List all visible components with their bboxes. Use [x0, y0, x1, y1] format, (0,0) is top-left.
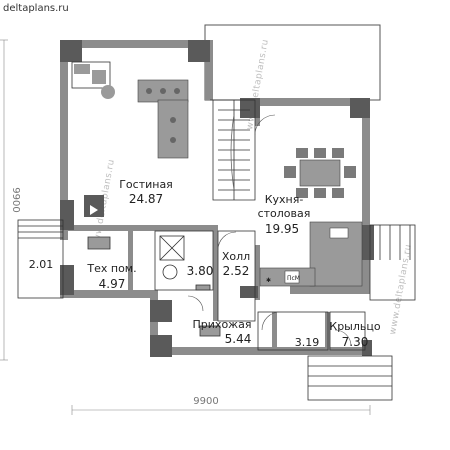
staircase: [212, 99, 256, 201]
porch-name: Крыльцо: [329, 320, 380, 333]
walls: [60, 40, 370, 355]
entry-name: Прихожая: [193, 318, 252, 331]
width-dimension: 9900: [193, 396, 218, 407]
bath-fixtures: [87, 235, 221, 337]
bath-area: 3.80: [187, 264, 214, 278]
living-name: Гостиная: [119, 178, 173, 191]
dimension-lines: [0, 39, 371, 415]
entry-area: 5.44: [225, 332, 252, 346]
porch-steps: [307, 224, 416, 401]
height-dimension: 9900: [10, 187, 21, 212]
tech-area: 4.97: [99, 277, 126, 291]
kitchen-name-2: столовая: [258, 207, 311, 220]
kitchen-area: 19.95: [265, 222, 299, 236]
site-name: deltaplans.ru: [3, 3, 69, 14]
kitchen-furniture: ПсМ ✱: [259, 148, 363, 287]
closet-area: 3.19: [295, 336, 320, 349]
upper-outline: [204, 24, 381, 101]
terrace-area: 2.01: [29, 258, 54, 271]
hob-icon: ✱: [266, 277, 271, 284]
wall-pillars: [60, 40, 374, 357]
hall-name: Холл: [222, 250, 250, 263]
doors: [187, 114, 352, 347]
hall-area: 2.52: [223, 264, 250, 278]
tech-name: Тех пом.: [86, 262, 136, 275]
dishwasher-label: ПсМ: [287, 275, 300, 282]
living-area: 24.87: [129, 192, 163, 206]
room-labels: Гостиная 24.87 Кухня- столовая 19.95 Тех…: [29, 178, 381, 349]
kitchen-name-1: Кухня-: [265, 193, 304, 206]
porch-area: 7.30: [342, 335, 369, 349]
left-balcony: [17, 219, 64, 299]
living-furniture: [71, 61, 189, 217]
